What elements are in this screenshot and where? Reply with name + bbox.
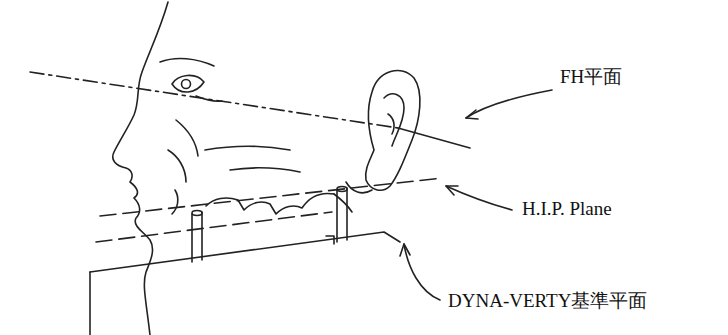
hip-plane-label: H.I.P. Plane	[522, 198, 612, 221]
reference-plane-label: DYNA-VERTY基準平面	[448, 290, 647, 313]
fh-plane-label: FH平面	[560, 66, 622, 89]
